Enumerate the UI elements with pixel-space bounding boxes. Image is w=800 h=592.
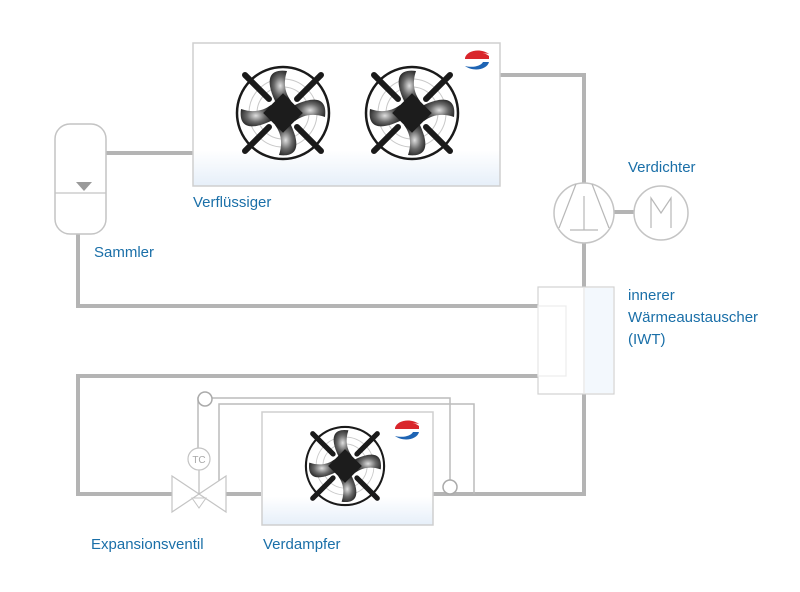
receiver-vessel xyxy=(54,123,107,235)
control-lines xyxy=(197,397,475,494)
equalizer-line xyxy=(218,403,475,494)
condenser-label: Verflüssiger xyxy=(193,194,272,211)
pipe-condenser-to-compressor xyxy=(500,73,586,185)
tc-sensor-circle xyxy=(187,447,211,471)
evaporator-label: Verdampfer xyxy=(263,536,341,553)
sensor-capillary-line xyxy=(197,397,451,482)
condenser-brand-logo-icon xyxy=(465,50,489,70)
compressor-symbol-line-left xyxy=(558,183,577,229)
compressor[interactable] xyxy=(553,182,615,244)
valve-seat xyxy=(191,497,207,509)
pipe-evaporator-to-iwt xyxy=(433,394,586,496)
pipe-iwt-to-expansion xyxy=(76,374,540,496)
evaporator-fan-icon xyxy=(306,427,384,505)
compressor-motor[interactable] xyxy=(633,185,689,241)
condenser-fan-1-icon xyxy=(237,67,329,159)
motor-m-symbol-icon xyxy=(650,196,672,228)
iwt-inner-channel xyxy=(537,305,567,377)
sensor-bulb-top xyxy=(197,391,213,407)
valve-body-right xyxy=(197,474,227,514)
iwt-label-line3: (IWT) xyxy=(628,331,666,348)
expansion-valve-label: Expansionsventil xyxy=(91,536,204,553)
sensor-bulb-bottom xyxy=(442,479,458,495)
expansion-valve[interactable]: TC xyxy=(171,447,227,514)
liquid-level-marker-icon xyxy=(76,182,92,191)
pipes xyxy=(76,73,634,496)
internal-heat-exchanger[interactable] xyxy=(537,286,615,395)
iwt-label-line1: innerer xyxy=(628,287,675,304)
tc-sensor-label: TC xyxy=(192,455,205,466)
receiver-label: Sammler xyxy=(94,244,155,261)
compressor-label: Verdichter xyxy=(628,159,696,176)
condenser-fan-2-icon xyxy=(366,67,458,159)
pipe-receiver-to-iwt xyxy=(76,234,540,308)
evaporator-brand-logo-icon xyxy=(395,420,419,440)
condenser[interactable] xyxy=(192,42,501,187)
compressor-symbol-line-right xyxy=(591,183,610,229)
valve-body-left xyxy=(171,474,201,514)
iwt-label-line2: Wärmeaustauscher xyxy=(628,309,759,326)
iwt-tint xyxy=(585,288,613,393)
receiver[interactable] xyxy=(54,123,107,235)
evaporator[interactable] xyxy=(261,411,434,526)
